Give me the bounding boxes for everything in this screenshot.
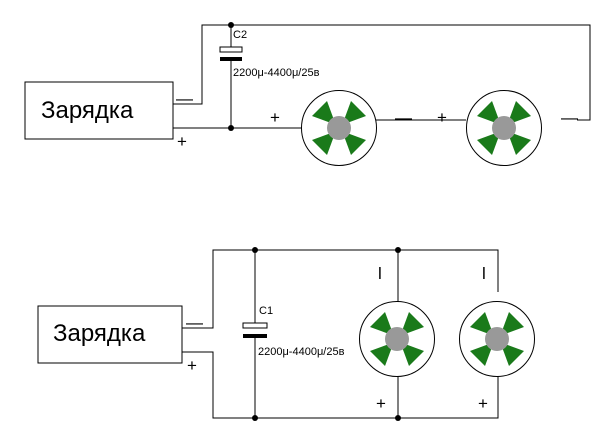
bottom-capacitor-plate-positive [242, 322, 268, 329]
top-capacitor-plate-negative [220, 57, 242, 61]
bottom-minus-bus [182, 249, 499, 329]
top-fan-2-plus-sign: + [437, 108, 447, 127]
bottom-capacitor-name: C1 [259, 305, 273, 317]
top-fan-1-minus-sign: — [395, 108, 412, 127]
bottom-junction-dot-cap-top [252, 247, 258, 253]
top-fan-2-icon [466, 90, 542, 166]
bottom-junction-dot-fan-top [395, 247, 401, 253]
bottom-fan-2-icon [459, 301, 535, 377]
top-capacitor-c2: C2 2200μ-4400μ/25в [219, 29, 320, 79]
bottom-fan-1-minus-sign: l [378, 264, 382, 283]
bottom-charger-label: Зарядка [53, 320, 146, 347]
bottom-charger-plus-sign: + [187, 356, 197, 375]
bottom-wires [182, 249, 499, 419]
top-capacitor-plate-positive [219, 46, 243, 53]
bottom-capacitor-c1: C1 2200μ-4400μ/25в [242, 305, 345, 358]
top-junction-dot-upper [228, 22, 234, 28]
bottom-charger-box [37, 305, 183, 364]
bottom-junction-dot-cap-bottom [252, 415, 258, 421]
top-capacitor-name: C2 [233, 29, 247, 41]
top-minus-wire [173, 24, 591, 121]
bottom-fan-1-icon [359, 301, 435, 377]
bottom-circuit: Зарядка — + C1 2200μ-4400μ/25в l + [37, 247, 535, 421]
top-charger-box [24, 81, 174, 140]
top-charger-label: Зарядка [41, 97, 134, 124]
top-capacitor-value: 2200μ-4400μ/25в [233, 67, 320, 79]
bottom-charger-minus-sign: — [186, 313, 203, 332]
top-fan-2-minus-sign: — [561, 108, 578, 127]
bottom-junction-dot-fan-bottom [395, 415, 401, 421]
bottom-fan-2-minus-sign: l [482, 264, 486, 283]
bottom-plus-bus [182, 351, 499, 419]
top-wires [173, 24, 591, 129]
bottom-capacitor-value: 2200μ-4400μ/25в [258, 346, 345, 358]
top-fan-1-plus-sign: + [270, 108, 280, 127]
top-circuit: Зарядка — + C2 2200μ-4400μ/25в + — + — [24, 22, 591, 166]
top-charger-minus-sign: — [176, 89, 193, 108]
top-junction-dot-lower [228, 125, 234, 131]
top-fan-1-icon [301, 90, 377, 166]
bottom-fan-2-plus-sign: + [478, 394, 488, 413]
top-charger-plus-sign: + [177, 132, 187, 151]
bottom-fan-1-plus-sign: + [376, 394, 386, 413]
bottom-capacitor-plate-negative [243, 334, 267, 338]
